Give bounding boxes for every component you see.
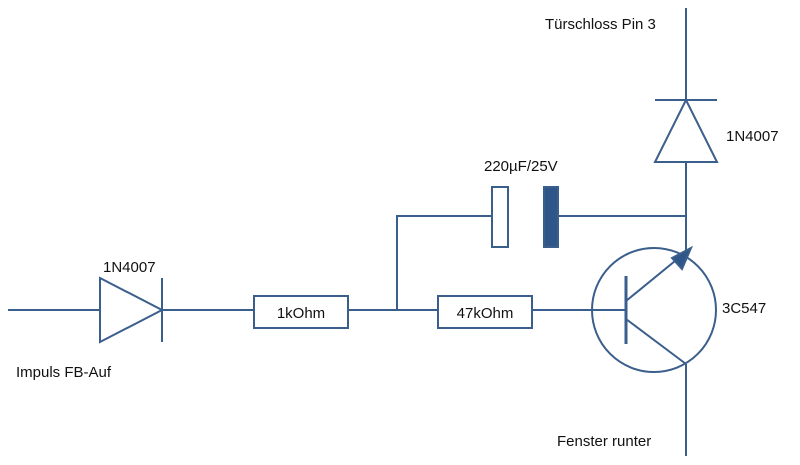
resistor-1-label: 1kOhm bbox=[277, 305, 325, 322]
transistor-label: 3C547 bbox=[722, 300, 766, 317]
diode-top-label: 1N4007 bbox=[726, 128, 779, 145]
bottom-terminal-label: Fenster runter bbox=[557, 433, 651, 450]
diode-left-label: 1N4007 bbox=[103, 259, 156, 276]
capacitor-plate-right bbox=[543, 186, 559, 248]
input-label: Impuls FB-Auf bbox=[16, 364, 112, 381]
diode-top-symbol bbox=[653, 97, 719, 163]
wire-junction-capacitor bbox=[396, 215, 492, 310]
capacitor-label: 220µF/25V bbox=[484, 158, 558, 175]
capacitor-plate-left bbox=[491, 186, 509, 248]
resistor-2-symbol bbox=[437, 295, 533, 329]
diode-left-symbol bbox=[99, 276, 165, 344]
transistor-symbol bbox=[591, 245, 717, 373]
resistor-1-symbol bbox=[253, 295, 349, 329]
top-terminal-label: Türschloss Pin 3 bbox=[545, 16, 656, 33]
resistor-2-label: 47kOhm bbox=[457, 305, 514, 322]
